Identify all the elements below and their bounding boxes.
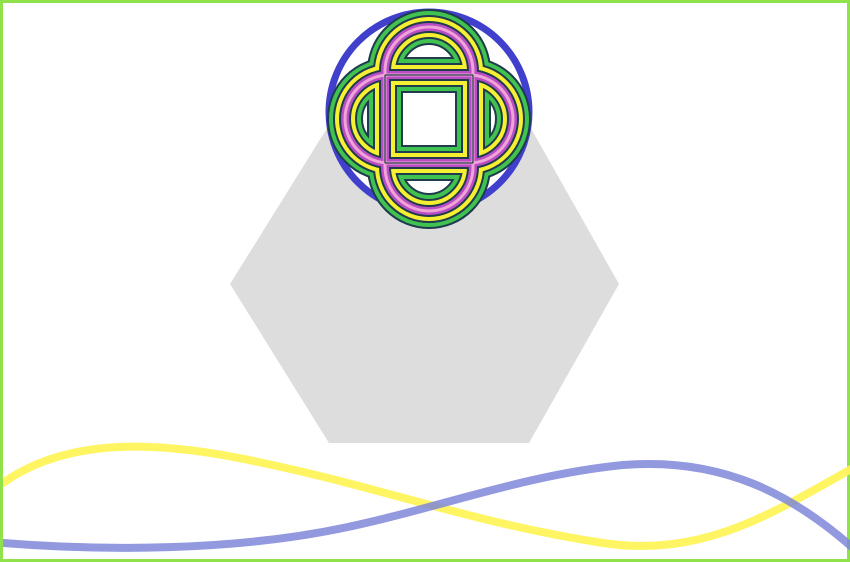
hexagon-shape: [230, 125, 619, 443]
illustration: [3, 8, 850, 552]
emblem-badge: [325, 8, 533, 229]
celtic-knot-icon: [327, 9, 531, 229]
yellow-wave: [3, 442, 850, 550]
blue-wave: [3, 460, 850, 552]
